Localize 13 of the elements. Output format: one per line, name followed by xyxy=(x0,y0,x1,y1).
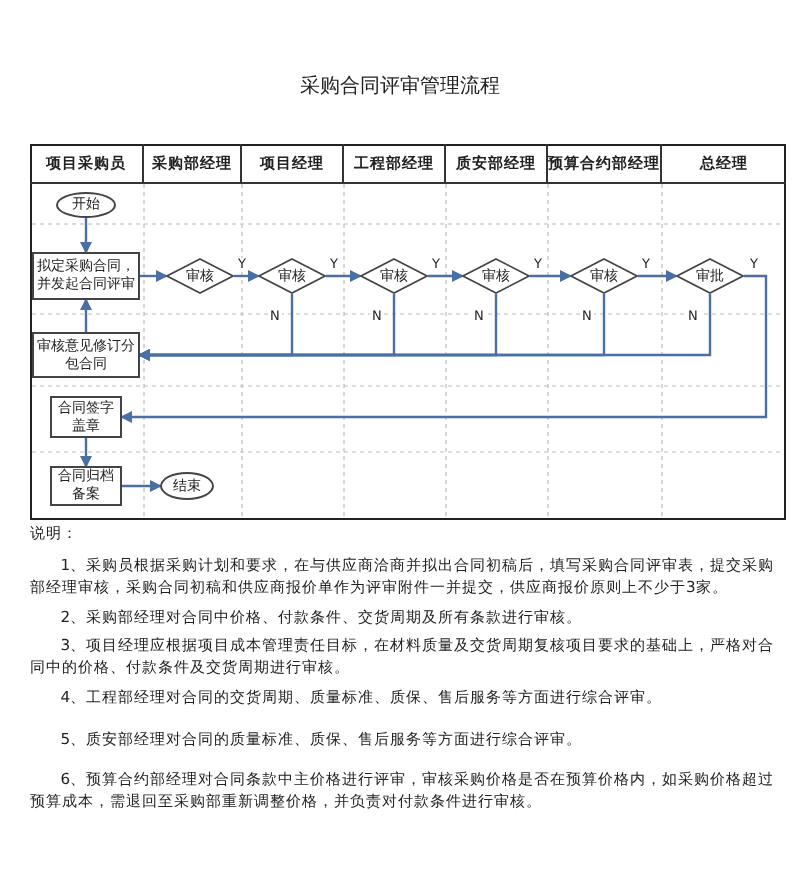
connector-arrow xyxy=(140,270,168,282)
connector-arrow xyxy=(80,298,92,332)
connector-arrow xyxy=(80,438,92,468)
connector-arrow xyxy=(120,274,768,423)
connector-arrow xyxy=(638,270,678,282)
connector-arrow xyxy=(122,480,162,492)
connector-arrow xyxy=(326,270,362,282)
connector-arrow xyxy=(80,218,92,254)
connector-arrow xyxy=(428,270,464,282)
connector-arrow xyxy=(234,270,260,282)
connector-arrow xyxy=(138,294,712,361)
title: 采购合同评审管理流程 xyxy=(298,73,502,100)
connector-arrow xyxy=(530,270,572,282)
